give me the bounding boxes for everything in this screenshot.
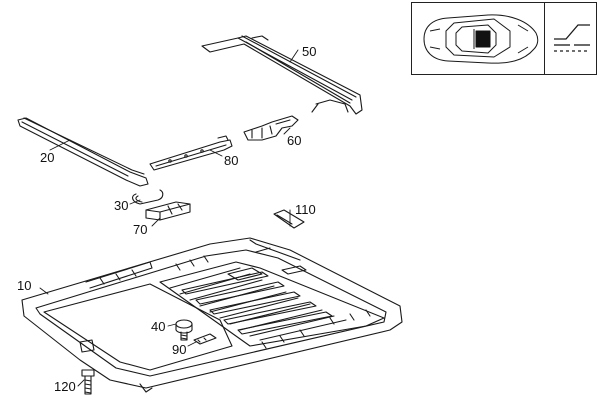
part-30-clip <box>131 189 164 205</box>
callout-110: 110 <box>295 202 316 217</box>
callout-120: 120 <box>54 379 76 394</box>
callout-50: 50 <box>302 44 317 59</box>
part-80-guide-rail <box>149 135 233 171</box>
part-90-clip <box>193 333 217 345</box>
part-110-pad <box>273 209 305 229</box>
part-20-seal-strip <box>17 117 149 187</box>
part-70-guide-block <box>145 201 191 221</box>
callout-90: 90 <box>172 342 187 357</box>
part-50-rear-rail <box>201 35 363 115</box>
callout-60: 60 <box>287 133 302 148</box>
vehicle-location-inset <box>411 2 597 75</box>
callout-10: 10 <box>17 278 32 293</box>
callout-40: 40 <box>151 319 166 334</box>
callout-80: 80 <box>224 153 239 168</box>
part-120-bolt <box>81 369 95 395</box>
sunroof-highlight <box>475 30 491 48</box>
inset-divider <box>544 3 545 74</box>
part-10-main-frame <box>21 237 403 393</box>
car-top-view-icon <box>423 14 539 64</box>
callout-30: 30 <box>114 198 129 213</box>
callout-20: 20 <box>40 150 55 165</box>
part-40-screw <box>175 319 193 341</box>
callout-70: 70 <box>133 222 148 237</box>
part-60-bracket <box>243 115 299 141</box>
sunroof-tilt-symbol-icon <box>554 24 590 52</box>
